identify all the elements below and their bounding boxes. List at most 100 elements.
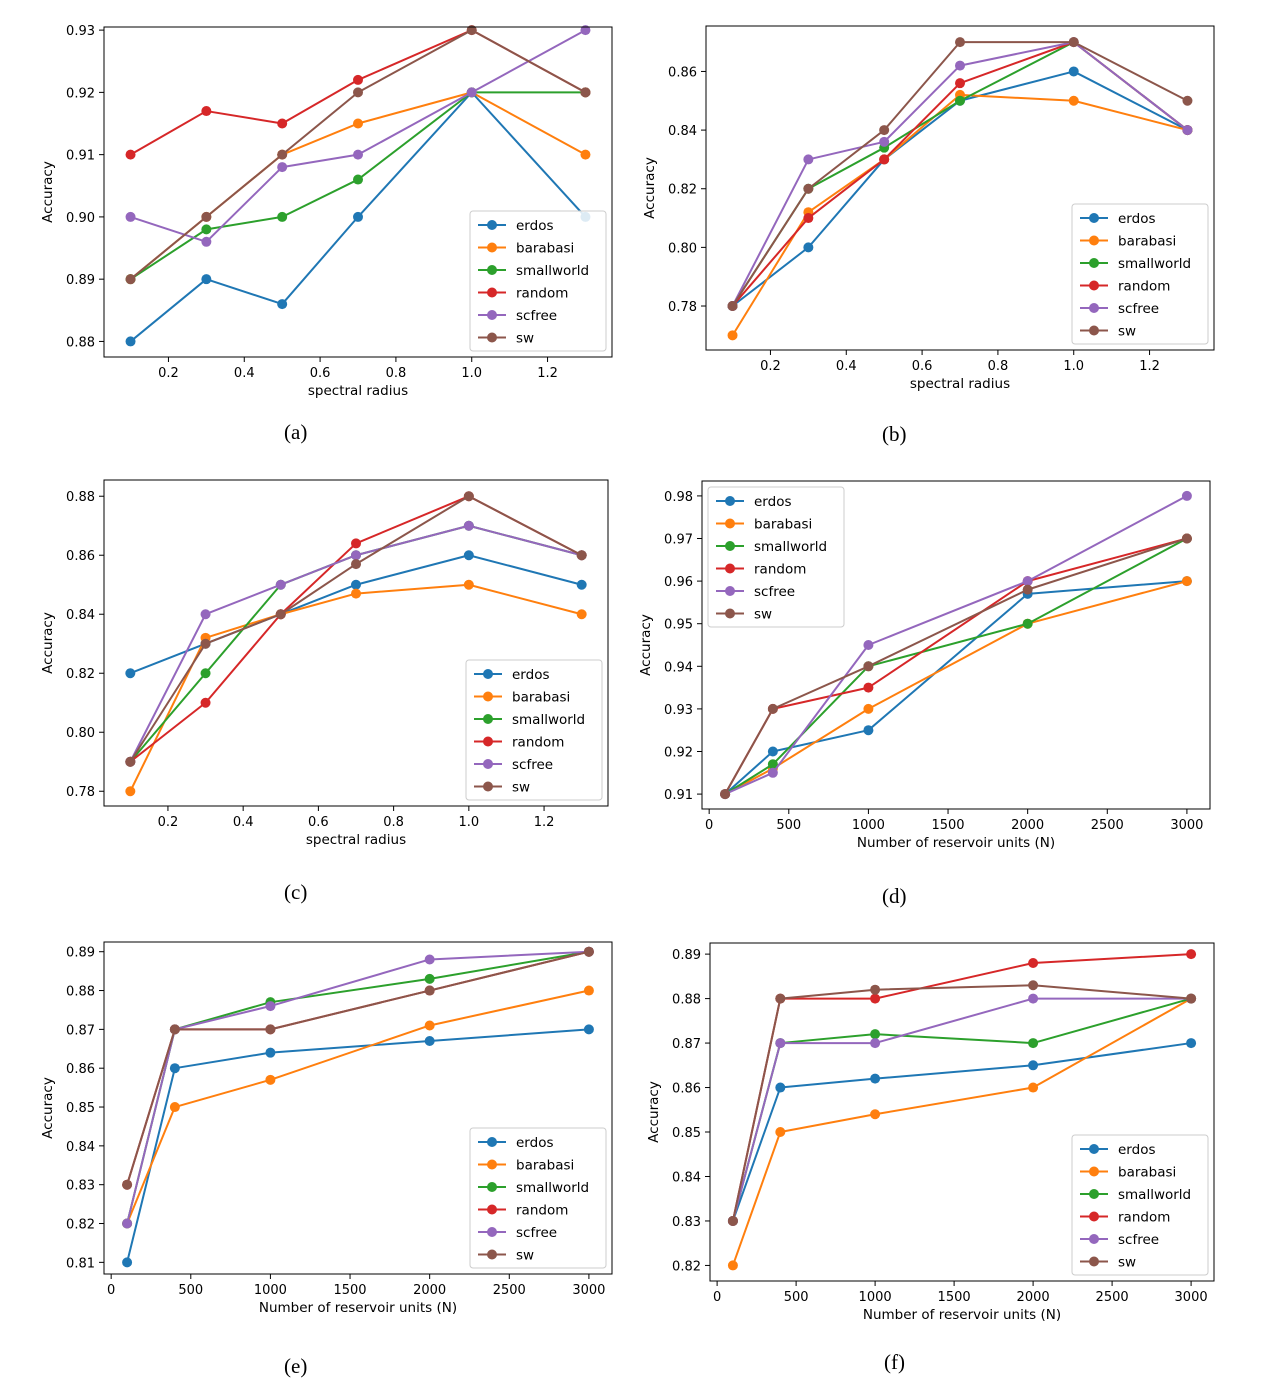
data-point-erdos-a bbox=[353, 211, 363, 222]
y-tick-label-c: 0.78 bbox=[66, 785, 95, 800]
y-axis-label-e: Accuracy bbox=[40, 1077, 56, 1139]
legend-marker-sw-f bbox=[1089, 1256, 1099, 1267]
series-line-erdos-a bbox=[129, 91, 587, 343]
x-tick-label-a: 0.8 bbox=[386, 366, 407, 381]
data-point-scfree-a bbox=[353, 149, 363, 160]
x-tick-label-e: 2500 bbox=[493, 1283, 526, 1298]
x-tick-label-d: 3000 bbox=[1170, 818, 1203, 833]
data-point-sw-b bbox=[1182, 95, 1193, 106]
y-tick-label-c: 0.84 bbox=[66, 608, 95, 623]
data-point-sw-b bbox=[1068, 37, 1079, 48]
legend-label-sw-b: sw bbox=[1118, 324, 1136, 340]
y-tick-label-f: 0.86 bbox=[672, 1082, 701, 1097]
data-point-erdos-f bbox=[1186, 1038, 1197, 1049]
y-tick-label-e: 0.89 bbox=[66, 946, 95, 961]
legend-marker-smallworld-c bbox=[483, 714, 493, 724]
legend-marker-barabasi-f bbox=[1089, 1166, 1099, 1177]
data-point-random-f bbox=[1186, 949, 1197, 960]
data-point-sw-a bbox=[353, 87, 363, 98]
legend-label-scfree-a: scfree bbox=[516, 308, 557, 324]
data-point-sw-e bbox=[265, 1024, 276, 1035]
data-point-barabasi-c bbox=[351, 588, 361, 599]
caption-a: (a) bbox=[284, 420, 308, 444]
data-point-sw-c bbox=[200, 638, 211, 649]
data-point-barabasi-e bbox=[265, 1074, 276, 1085]
series-line-sw-b bbox=[731, 41, 1188, 307]
data-point-erdos-f bbox=[1028, 1060, 1039, 1071]
x-axis-label-a: spectral radius bbox=[308, 383, 408, 399]
data-point-random-a bbox=[277, 118, 288, 129]
data-point-scfree-b bbox=[803, 154, 814, 165]
y-tick-label-e: 0.86 bbox=[66, 1062, 95, 1077]
series-line-scfree-c bbox=[129, 524, 582, 763]
x-tick-label-f: 500 bbox=[784, 1290, 809, 1305]
data-point-erdos-a bbox=[125, 336, 136, 347]
legend-marker-erdos-f bbox=[1089, 1144, 1099, 1154]
data-point-sw-a bbox=[466, 25, 477, 36]
data-point-erdos-d bbox=[767, 746, 778, 757]
data-point-sw-c bbox=[576, 550, 587, 561]
data-point-sw-a bbox=[580, 87, 591, 98]
legend-label-random-b: random bbox=[1118, 279, 1170, 295]
y-tick-label-c: 0.86 bbox=[66, 549, 95, 564]
legend-label-random-f: random bbox=[1118, 1210, 1170, 1226]
legend-label-smallworld-d: smallworld bbox=[754, 539, 827, 555]
y-tick-label-e: 0.87 bbox=[66, 1023, 95, 1038]
data-point-sw-e bbox=[169, 1024, 180, 1035]
x-tick-label-e: 1500 bbox=[333, 1283, 366, 1298]
legend-label-sw-a: sw bbox=[516, 331, 534, 347]
plot-frame-b bbox=[705, 25, 1215, 351]
y-tick-label-d: 0.94 bbox=[664, 660, 693, 675]
legend-marker-barabasi-a bbox=[487, 242, 497, 253]
data-point-scfree-b bbox=[1182, 125, 1193, 136]
x-tick-label-c: 0.8 bbox=[383, 815, 404, 830]
data-point-smallworld-e bbox=[424, 973, 435, 984]
legend-marker-erdos-b bbox=[1089, 213, 1099, 223]
data-point-smallworld-f bbox=[870, 1029, 881, 1040]
data-point-random-a bbox=[201, 106, 212, 117]
caption-b: (b) bbox=[882, 422, 907, 446]
data-point-erdos-e bbox=[122, 1257, 133, 1268]
y-axis-label-f: Accuracy bbox=[646, 1081, 662, 1143]
legend-label-scfree-d: scfree bbox=[754, 584, 795, 600]
legend-marker-barabasi-d bbox=[725, 518, 735, 529]
data-point-barabasi-f bbox=[775, 1127, 786, 1138]
legend-marker-smallworld-d bbox=[725, 541, 735, 551]
data-point-scfree-c bbox=[463, 520, 474, 531]
y-tick-label-b: 0.86 bbox=[668, 65, 697, 80]
legend-label-scfree-e: scfree bbox=[516, 1225, 557, 1241]
legend-label-random-c: random bbox=[512, 735, 564, 751]
x-tick-label-c: 1.2 bbox=[534, 815, 555, 830]
data-point-random-b bbox=[803, 213, 814, 224]
x-tick-label-a: 1.2 bbox=[537, 366, 558, 381]
legend-marker-scfree-a bbox=[487, 310, 497, 320]
data-point-smallworld-a bbox=[277, 211, 288, 222]
data-point-erdos-e bbox=[583, 1024, 594, 1035]
data-point-erdos-c bbox=[125, 668, 136, 679]
data-point-smallworld-c bbox=[200, 668, 211, 679]
x-tick-label-d: 2500 bbox=[1091, 818, 1124, 833]
y-tick-label-e: 0.83 bbox=[66, 1179, 95, 1194]
data-point-sw-c bbox=[351, 559, 361, 570]
y-tick-label-a: 0.88 bbox=[66, 335, 95, 350]
legend-marker-scfree-c bbox=[483, 759, 493, 769]
data-point-sw-a bbox=[277, 149, 288, 160]
data-point-erdos-b bbox=[1068, 66, 1079, 77]
x-tick-label-a: 1.0 bbox=[461, 366, 482, 381]
x-tick-label-b: 1.2 bbox=[1139, 359, 1160, 374]
x-tick-label-e: 500 bbox=[178, 1283, 203, 1298]
y-tick-label-d: 0.98 bbox=[664, 490, 693, 505]
y-tick-label-a: 0.89 bbox=[66, 273, 95, 288]
data-point-sw-d bbox=[720, 789, 731, 800]
data-point-sw-b bbox=[879, 125, 890, 136]
data-point-barabasi-c bbox=[125, 786, 136, 797]
series-line-sw-c bbox=[129, 495, 583, 763]
legend-label-random-e: random bbox=[516, 1203, 568, 1219]
